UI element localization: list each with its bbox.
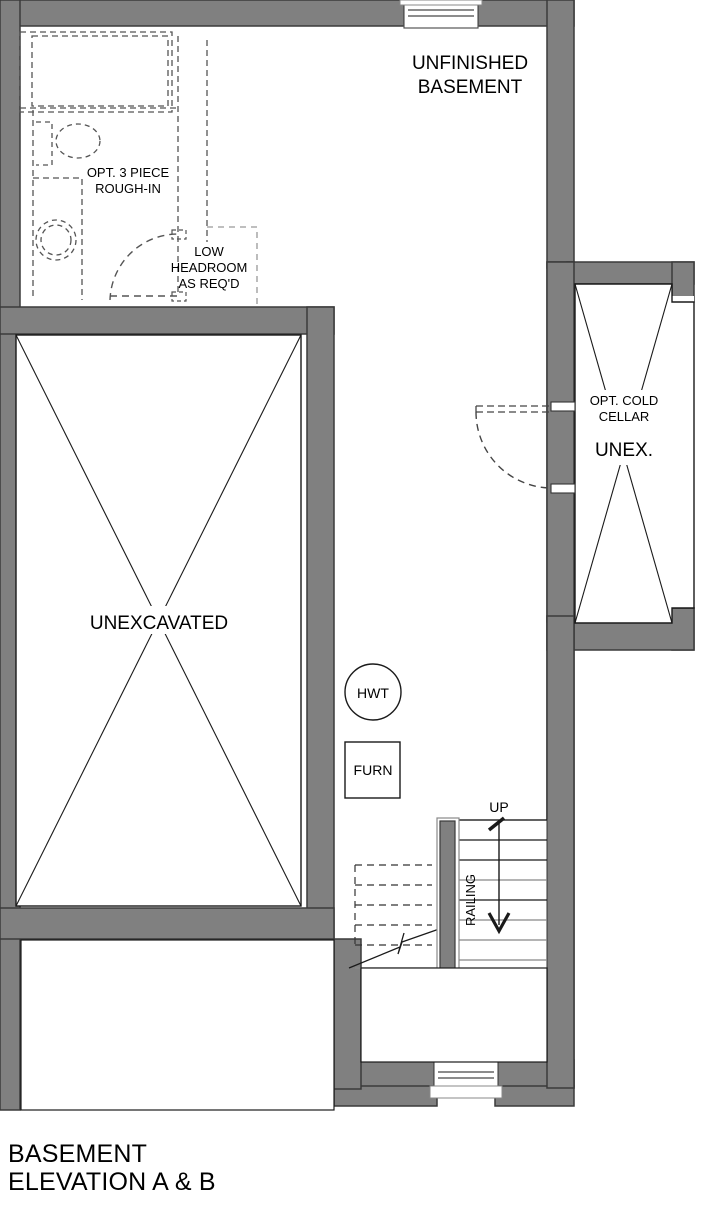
lower-stair-room [360,967,548,1063]
wall-right-upper [546,0,575,269]
furnace: FURN [344,741,401,799]
room-label-cold-cellar-line2: CELLAR [599,409,650,424]
hot-water-tank: HWT [344,663,402,721]
shower-stall-outline [33,177,83,300]
room-label-unfinished-basement: UNFINISHED BASEMENT [412,53,528,98]
stair-break-line [348,927,443,969]
stairs-group[interactable]: RAILING UP [348,799,548,979]
room-label-unfinished-basement-line2: BASEMENT [418,77,523,98]
window-bottom[interactable] [429,1059,503,1099]
door-cold-cellar[interactable] [475,401,576,494]
bathtub-outline [31,35,169,107]
annotation-low-headroom-line3: AS REQ'D [179,276,240,291]
drawing-title-line2: ELEVATION A & B [8,1168,216,1196]
wall-coldcellar-left-jamb [546,261,575,651]
stair-railing-bar [439,820,456,976]
window-top-frame [403,1,479,29]
wall-bottom-lip-right [494,1085,575,1107]
wall-top-left [0,0,405,27]
room-unexcavated-main: UNEXCAVATED [15,334,302,907]
stair-up-label: UP [489,799,508,815]
stair-direction-arrow-head [487,912,511,935]
room-label-cold-cellar-line1: OPT. COLD [590,393,659,408]
wall-below-unexcavated [0,907,335,940]
door-bathroom[interactable] [109,229,187,302]
wall-stair-right [546,615,575,1089]
door-bathroom-swing-arc [109,233,179,301]
toilet-tank-icon [36,121,53,166]
title-block: BASEMENT ELEVATION A & B [8,1140,216,1196]
window-top-sill [399,0,483,6]
room-label-cold-cellar-unex: UNEX. [595,440,653,461]
window-top[interactable] [399,0,483,29]
shower-drain-icon [35,219,77,261]
lower-left-open-area [20,939,335,1111]
annotation-bath-roughin-line2: ROUGH-IN [95,181,161,196]
annotation-low-headroom-line2: HEADROOM [171,260,248,275]
door-bathroom-jamb-top [171,229,187,240]
bathtub-room-outline [19,31,173,113]
door-cold-cellar-jamb-top [550,401,576,412]
door-cold-cellar-swing-arc [475,411,553,489]
stair-up-tick [487,816,506,832]
annotation-low-headroom-line1: LOW [194,244,224,259]
stair-railing-label: RAILING [463,874,478,926]
room-label-unfinished-basement-line1: UNFINISHED [412,53,528,74]
room-label-unexcavated-main: UNEXCAVATED [90,613,228,634]
door-bathroom-jamb-bottom [171,291,187,302]
annotation-low-headroom: LOW HEADROOM AS REQ'D [171,244,248,291]
annotation-bath-roughin: OPT. 3 PIECE ROUGH-IN [87,165,170,196]
room-cold-cellar: OPT. COLD CELLAR UNEX. [475,283,695,624]
low-headroom-region [207,226,258,307]
drawing-title-line1: BASEMENT [8,1140,148,1168]
door-cold-cellar-jamb-bottom [550,483,576,494]
hot-water-tank-icon [344,663,402,721]
shower-drain-inner-icon [40,224,72,256]
furnace-label: FURN [354,762,393,778]
toilet-bowl-icon [55,123,101,159]
window-bottom-sill [429,1085,503,1099]
hot-water-tank-label: HWT [357,685,389,701]
annotation-bath-roughin-line1: OPT. 3 PIECE [87,165,170,180]
bathroom-rough-in-group [19,31,258,307]
wall-interior-horizontal [0,306,335,335]
window-bottom-frame [433,1059,499,1089]
furnace-icon [344,741,401,799]
wall-assembly [0,0,695,1111]
wall-lower-left-return [333,938,362,1090]
wall-interior-vertical [306,306,335,940]
cold-cellar-label-mask [586,390,686,465]
unexcavated-main-label-mask [76,606,242,634]
